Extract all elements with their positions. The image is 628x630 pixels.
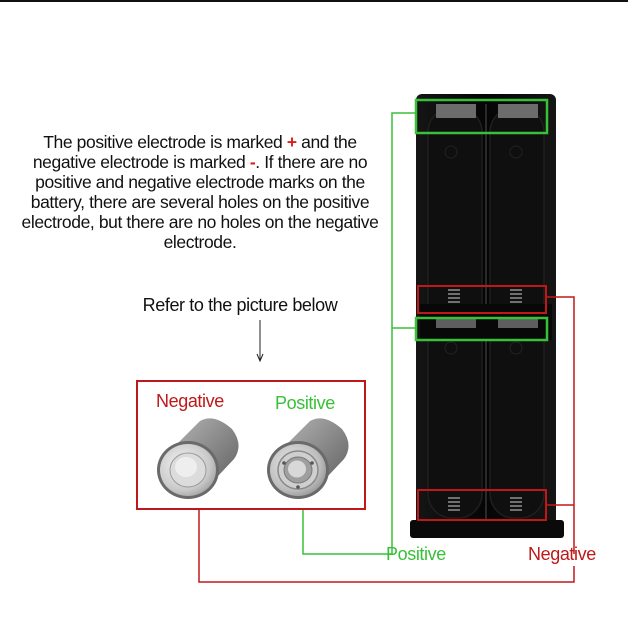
positive-sample-label: Positive	[275, 393, 335, 413]
positive-connector-lines	[302, 112, 416, 555]
instruction-text: The positive electrode is marked + and t…	[21, 132, 379, 252]
refer-caption: Refer to the picture below	[142, 295, 338, 315]
negative-connector-lines	[198, 296, 575, 583]
positive-highlight-middle	[414, 316, 549, 342]
negative-sample-label: Negative	[156, 391, 224, 411]
negative-callout-label: Negative	[528, 544, 596, 564]
minus-mark: -	[249, 152, 256, 172]
positive-battery-image	[267, 418, 349, 499]
negative-battery-image	[157, 418, 239, 499]
top-border-line	[0, 0, 628, 2]
negative-highlight-middle	[417, 285, 547, 314]
plus-mark: +	[286, 132, 297, 152]
battery-holder	[410, 94, 564, 538]
positive-callout-label: Positive	[386, 544, 446, 564]
battery-sample-box	[136, 380, 366, 510]
down-arrow-icon	[256, 320, 264, 362]
positive-highlight-top	[414, 98, 549, 135]
